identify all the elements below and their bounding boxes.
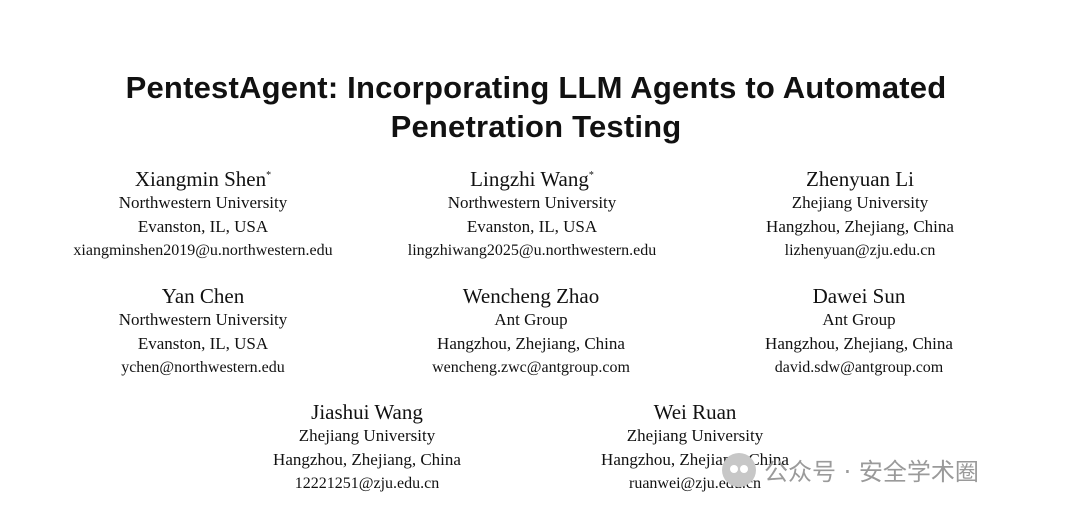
author-affiliation: Northwestern University [447,193,617,212]
author-location: Hangzhou, Zhejiang, China [765,334,953,353]
author-block: Xiangmin Shen* Northwestern University E… [73,167,332,263]
author-affiliation: Northwestern University [118,310,288,329]
author-affiliation: Zhejiang University [791,193,929,212]
author-name: Lingzhi Wang* [470,167,594,191]
author-name: Yan Chen [161,284,245,308]
author-affiliation: Northwestern University [118,193,288,212]
author-affiliation: Zhejiang University [626,426,764,445]
wechat-icon [722,452,756,487]
equal-contribution-mark: * [588,170,594,181]
author-affiliation: Zhejiang University [298,426,436,445]
author-email: ychen@northwestern.edu [121,359,285,376]
author-location: Hangzhou, Zhejiang, China [766,217,954,236]
author-name: Wencheng Zhao [462,284,600,308]
author-email: wencheng.zwc@antgroup.com [432,359,630,376]
author-name: Dawei Sun [812,284,906,308]
author-affiliation: Ant Group [494,310,568,329]
author-email: 12221251@zju.edu.cn [294,475,440,492]
author-location: Evanston, IL, USA [466,217,598,236]
author-block: Yan Chen Northwestern University Evansto… [119,284,288,380]
author-affiliation: Ant Group [822,310,896,329]
equal-contribution-mark: * [266,170,272,181]
author-block: Dawei Sun Ant Group Hangzhou, Zhejiang, … [765,284,953,380]
author-block: Zhenyuan Li Zhejiang University Hangzhou… [766,167,954,263]
author-email: lingzhiwang2025@u.northwestern.edu [407,242,657,259]
watermark: 公众号 · 安全学术圈 [722,452,979,487]
author-name: Jiashui Wang [311,400,423,424]
author-location: Evanston, IL, USA [137,217,269,236]
paper-title-line-2: Penetration Testing [390,109,682,144]
author-name: Wei Ruan [653,400,737,424]
author-email: david.sdw@antgroup.com [774,359,944,376]
author-name: Zhenyuan Li [806,167,914,191]
author-email: lizhenyuan@zju.edu.cn [784,242,936,259]
author-block: Jiashui Wang Zhejiang University Hangzho… [273,400,461,496]
author-location: Hangzhou, Zhejiang, China [273,450,461,469]
author-location: Evanston, IL, USA [137,334,269,353]
watermark-text: 公众号 · 安全学术圈 [764,458,979,486]
author-block: Wencheng Zhao Ant Group Hangzhou, Zhejia… [432,284,630,380]
author-email: xiangminshen2019@u.northwestern.edu [73,242,333,259]
paper-title-line-1: PentestAgent: Incorporating LLM Agents t… [125,70,947,105]
author-name: Xiangmin Shen* [134,167,272,191]
author-location: Hangzhou, Zhejiang, China [437,334,625,353]
author-block: Lingzhi Wang* Northwestern University Ev… [408,167,656,263]
